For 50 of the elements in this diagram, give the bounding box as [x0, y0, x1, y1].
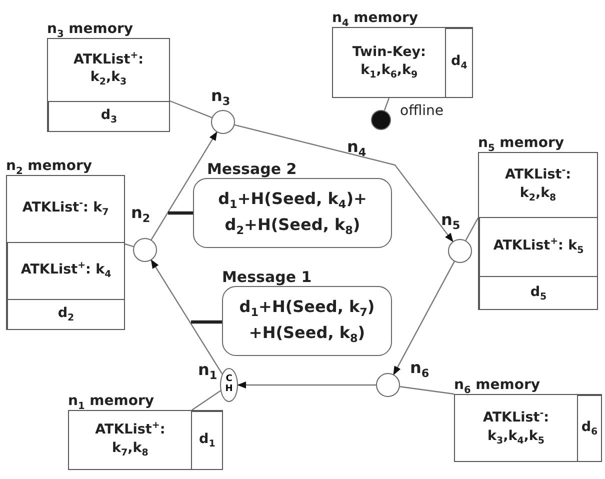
- node-circle: [376, 373, 400, 397]
- memory-label: n$_{2}$ memory: [6, 157, 92, 175]
- node-label: n$_{2}$: [131, 203, 150, 226]
- arrow: [150, 259, 223, 374]
- connector-line: [124, 243, 134, 248]
- memory-entry: ATKList$^{+}$: k$_{7}$,k$_{8}$: [94, 418, 166, 460]
- node-label: n$_{1}$: [198, 360, 218, 382]
- memory-entry: ATKList$^{+}$: k$_{5}$: [479, 217, 597, 276]
- memory-entry: Twin-Key: k$_{1}$,k$_{6}$,k$_{9}$: [351, 42, 427, 83]
- memory-entry: d$_{2}$: [7, 299, 124, 329]
- node-label: n$_{6}$: [410, 358, 430, 380]
- message-box: d$_{1}$+H(Seed, k$_{7}$) +H(Seed, k$_{8}$): [222, 286, 392, 356]
- node-label: n$_{5}$: [441, 210, 460, 232]
- connector-line: [192, 390, 221, 410]
- memory-label: n$_{3}$ memory: [47, 20, 133, 38]
- node-circle: [133, 238, 157, 262]
- connector-line: [168, 211, 193, 215]
- memory-label: n$_{1}$ memory: [68, 392, 154, 410]
- node-label: n$_{4}$: [347, 137, 366, 160]
- message-box: d$_{1}$+H(Seed, k$_{4}$)+ d$_{2}$+H(Seed, k$_{8}$): [193, 178, 392, 248]
- connector-line: [191, 320, 222, 324]
- connector-line: [465, 218, 479, 241]
- memory-entry: ATKList$^{+}$: k$_{4}$: [7, 242, 124, 300]
- connector-line: [170, 100, 212, 118]
- node-label: n$_{3}$: [211, 86, 230, 108]
- memory-entry: d$_{4}$: [445, 28, 472, 97]
- memory-entry: d$_{6}$: [577, 395, 601, 461]
- node-circle: [211, 110, 235, 134]
- offline-node-dot: [371, 110, 391, 130]
- memory-entry: d$_{3}$: [48, 100, 169, 131]
- memory-label: n$_{6}$ memory: [454, 376, 540, 394]
- memory-entry: ATKList$^{-}$: k$_{3}$,k$_{4}$,k$_{5}$: [482, 406, 550, 448]
- connector-line: [400, 386, 454, 395]
- message-title: Message 2: [207, 160, 297, 178]
- arrow: [150, 131, 218, 240]
- memory-entry: ATKList$^{-}$: k$_{2}$,k$_{8}$: [504, 164, 572, 206]
- message-title: Message 1: [222, 268, 312, 286]
- arrow: [234, 124, 454, 242]
- arrow: [237, 381, 376, 389]
- memory-label: n$_{5}$ memory: [478, 134, 564, 152]
- memory-entry: d$_{5}$: [479, 276, 597, 310]
- status-label: offline: [400, 103, 444, 119]
- node-ellipse: C H: [220, 368, 238, 402]
- node-circle: [448, 239, 472, 263]
- arrow: [393, 261, 455, 376]
- memory-entry: ATKList$^{-}$: k$_{7}$: [21, 197, 110, 220]
- memory-entry: d$_{1}$: [191, 411, 222, 469]
- memory-entry: ATKList$^{+}$: k$_{2}$,k$_{3}$: [72, 48, 145, 90]
- memory-label: n$_{4}$ memory: [332, 9, 418, 27]
- connector-line: [384, 98, 390, 111]
